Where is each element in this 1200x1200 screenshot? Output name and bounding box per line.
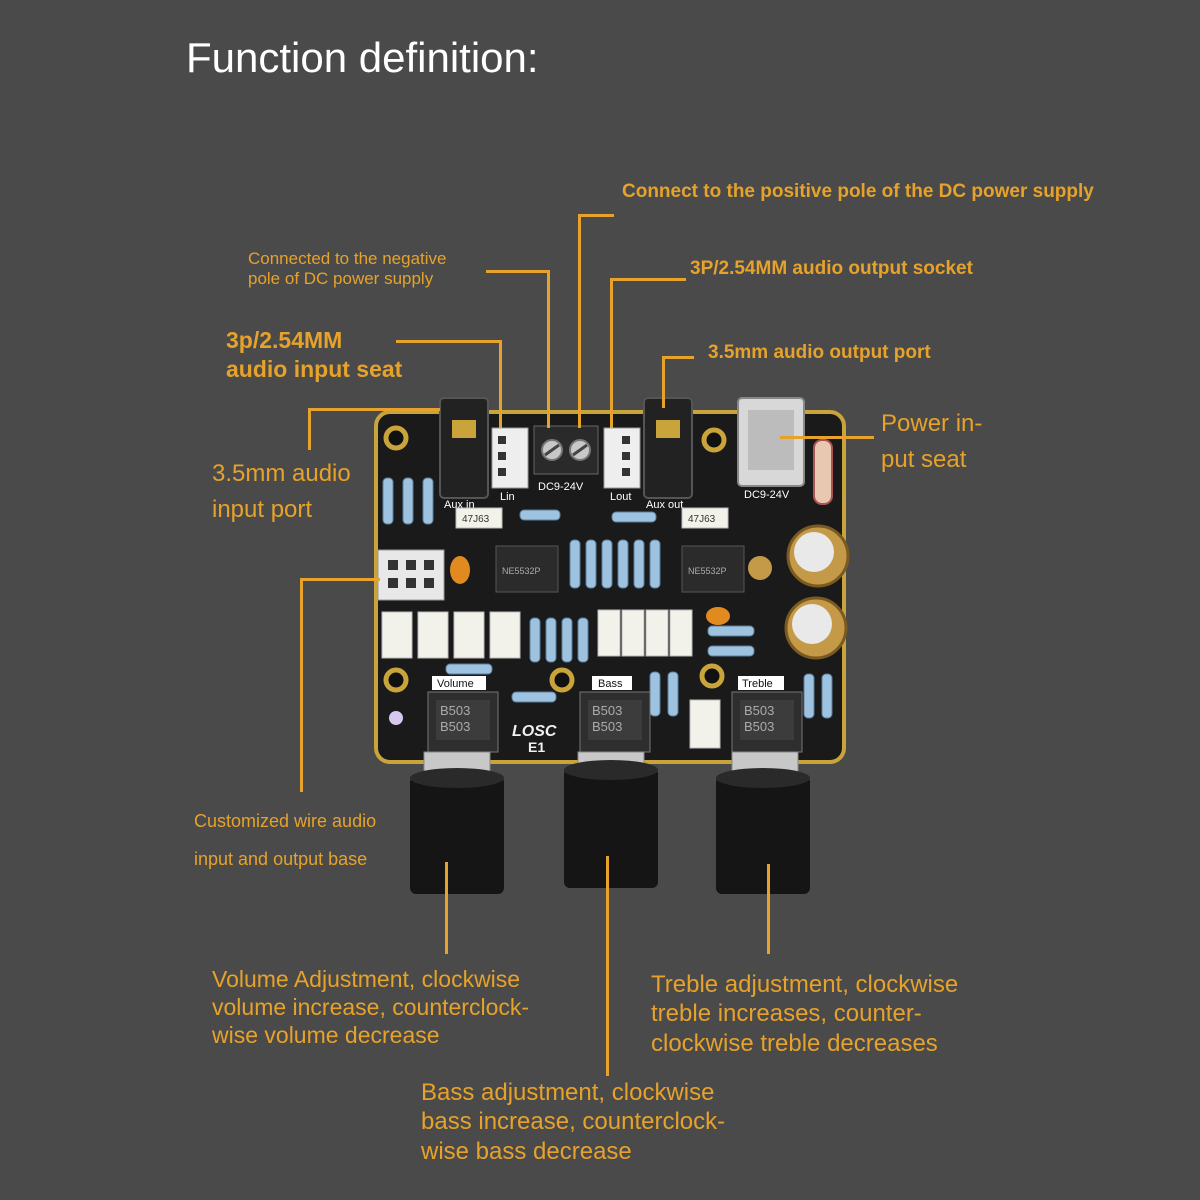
callout-line xyxy=(606,856,609,1076)
label-output-socket: 3P/2.54MM audio output socket xyxy=(690,258,973,279)
callout-line xyxy=(610,278,686,281)
callout-line xyxy=(486,270,550,273)
page-title: Function definition: xyxy=(186,34,539,81)
svg-text:B503: B503 xyxy=(744,719,774,734)
svg-text:NE5532P: NE5532P xyxy=(688,566,727,576)
callout-line xyxy=(308,408,440,411)
svg-text:NE5532P: NE5532P xyxy=(502,566,541,576)
callout-line xyxy=(445,862,448,954)
silk-cap-left: 47J63 xyxy=(462,514,490,525)
volume-knob xyxy=(410,768,504,894)
label-dc-positive: Connect to the positive pole of the DC p… xyxy=(622,181,1094,202)
callout-line xyxy=(578,214,614,217)
label-output-port: 3.5mm audio output port xyxy=(708,342,931,363)
svg-text:B503: B503 xyxy=(592,703,622,718)
mounting-hole xyxy=(701,427,727,453)
aux-in-jack xyxy=(439,397,489,499)
mounting-hole xyxy=(383,667,409,693)
callout-line xyxy=(578,214,581,428)
svg-text:B503: B503 xyxy=(744,703,774,718)
callout-line xyxy=(610,278,613,428)
callout-line xyxy=(396,340,502,343)
callout-line xyxy=(308,408,311,450)
aux-out-jack xyxy=(643,397,693,499)
lin-header xyxy=(491,427,529,489)
svg-text:B503: B503 xyxy=(592,719,622,734)
model-label: E1 xyxy=(528,739,545,755)
silk-lout: Lout xyxy=(610,491,631,503)
silk-cap-right: 47J63 xyxy=(688,514,716,525)
mounting-hole xyxy=(383,425,409,451)
volume-pot-body xyxy=(427,691,499,753)
silk-volume: Volume xyxy=(437,678,474,690)
callout-line xyxy=(547,270,550,428)
callout-line xyxy=(300,578,380,581)
callout-line xyxy=(300,578,303,792)
callout-line xyxy=(780,436,874,439)
bass-pot-body xyxy=(579,691,651,753)
callout-line xyxy=(767,864,770,954)
opamp-chip-right xyxy=(681,545,745,593)
silk-aux-out: Aux out xyxy=(646,499,683,511)
callout-line xyxy=(499,340,502,428)
callout-line xyxy=(662,356,665,408)
treble-pot-body xyxy=(731,691,803,753)
callout-line xyxy=(662,356,694,359)
mounting-hole xyxy=(699,663,725,689)
custom-wire-header xyxy=(377,549,445,601)
silk-dc2: DC9-24V xyxy=(744,489,790,501)
brand-logo: LOSC xyxy=(512,723,557,740)
opamp-chip-left xyxy=(495,545,559,593)
treble-knob xyxy=(716,768,810,894)
silk-treble: Treble xyxy=(742,678,773,690)
bass-knob xyxy=(564,760,658,888)
svg-text:B503: B503 xyxy=(440,703,470,718)
silk-lin: Lin xyxy=(500,491,515,503)
svg-text:B503: B503 xyxy=(440,719,470,734)
silk-dc: DC9-24V xyxy=(538,481,584,493)
mounting-hole xyxy=(549,667,575,693)
silk-bass: Bass xyxy=(598,678,623,690)
label-power-seat: Power in-put seat xyxy=(881,410,983,473)
